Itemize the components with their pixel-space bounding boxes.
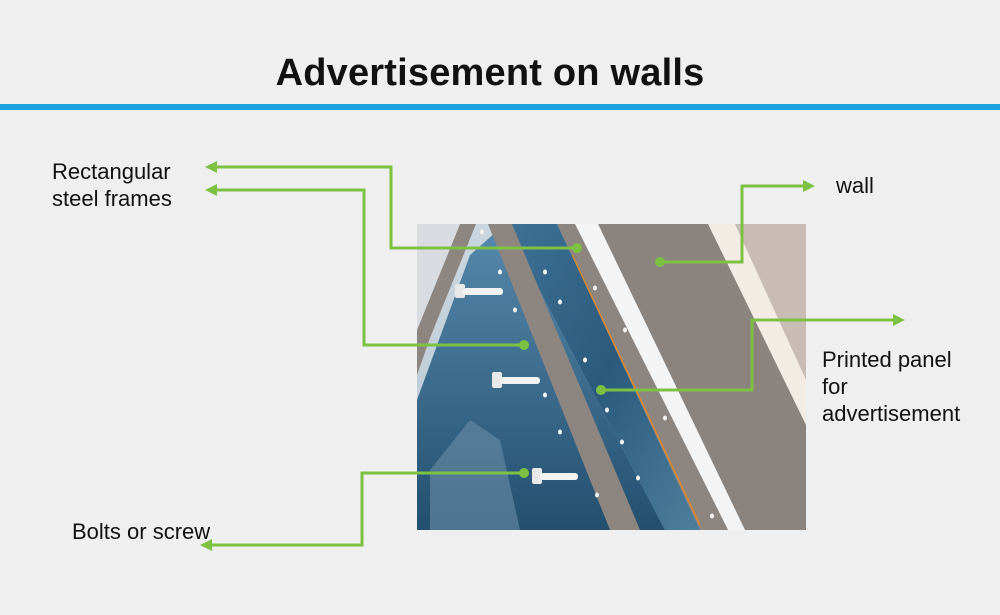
callout-anchor-dots bbox=[519, 243, 665, 478]
slide-title: Advertisement on walls bbox=[275, 52, 705, 94]
callout-wall bbox=[660, 184, 805, 264]
printed-panel-glass bbox=[505, 224, 700, 530]
arrow-left-icon bbox=[205, 161, 217, 173]
bolt-icon bbox=[455, 284, 503, 298]
title-underline bbox=[0, 104, 1000, 110]
label-steel-frames: Rectangular steel frames bbox=[52, 159, 172, 211]
arrow-right-icon bbox=[893, 314, 905, 326]
callout-panel bbox=[601, 318, 895, 392]
bolt-icon bbox=[492, 372, 540, 388]
callout-frames-bottom bbox=[215, 188, 524, 347]
wall-advertisement-illustration bbox=[417, 224, 806, 530]
bolt-icon bbox=[532, 468, 578, 484]
arrow-left-icon bbox=[205, 184, 217, 196]
wall-border bbox=[575, 224, 745, 530]
steel-frame-right bbox=[557, 224, 728, 530]
label-bolts: Bolts or screw bbox=[72, 519, 211, 544]
arrow-right-icon bbox=[803, 180, 815, 192]
label-wall: wall bbox=[836, 173, 874, 198]
steel-frame-middle bbox=[488, 224, 640, 530]
callout-bolts bbox=[210, 471, 524, 547]
arrow-left-icon bbox=[200, 539, 212, 551]
frame-gap bbox=[417, 224, 460, 330]
wall-surface bbox=[598, 224, 806, 530]
callout-lines bbox=[210, 165, 895, 547]
label-printed-panel: Printed panel for advertisement bbox=[822, 347, 961, 426]
callout-frames-top bbox=[215, 165, 577, 250]
city-reflection bbox=[430, 420, 520, 530]
